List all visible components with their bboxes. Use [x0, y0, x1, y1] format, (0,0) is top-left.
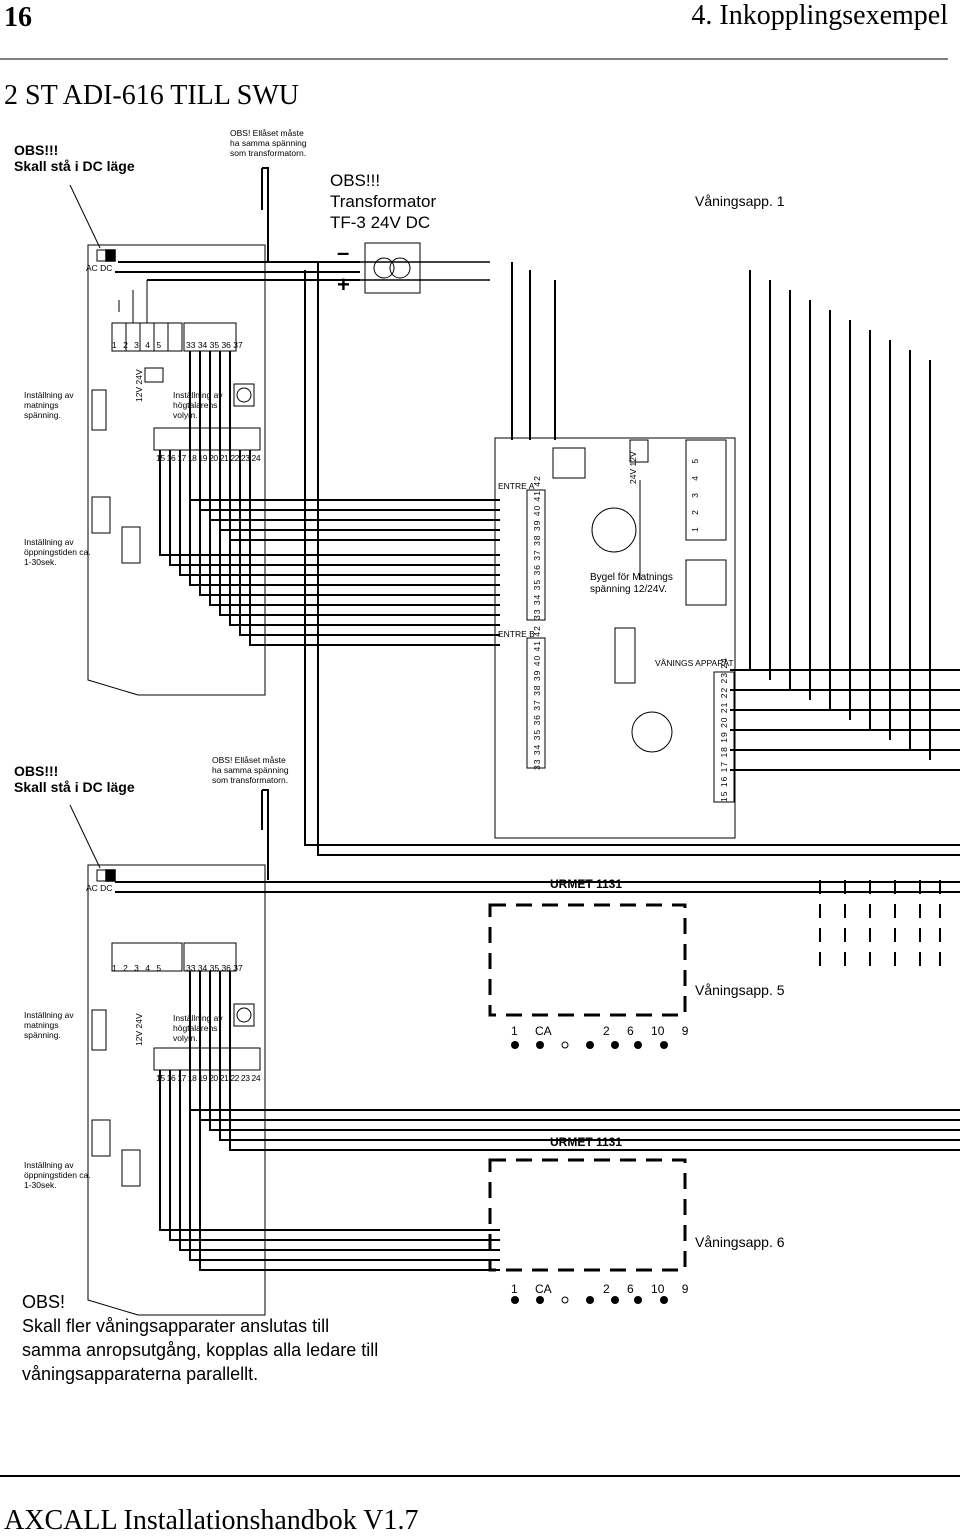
- parallel-line2: Skall fler våningsapparater anslutas til…: [22, 1316, 330, 1336]
- volume-setting-bottom: Inställning av högtalarens volym.: [173, 1013, 223, 1043]
- floor-unit-6-model: URMET 1131: [550, 1135, 623, 1149]
- transformer-line2: Transformator: [330, 192, 437, 211]
- top-terminals-b: 33 34 35 36 37: [186, 340, 243, 350]
- floor-terminals: 15 16 17 18 19 20 21 22 23 24: [719, 657, 729, 802]
- bottom-terminals-top: 15 16 17 18 19 20 21 22 23 24: [156, 453, 261, 463]
- open-time-setting-bottom: Inställning av öppningstiden ca. 1-30sek…: [24, 1160, 91, 1190]
- page-title: 2 ST ADI-616 TILL SWU: [4, 80, 300, 111]
- floor-app-1-label: Våningsapp. 1: [695, 193, 785, 209]
- jumper-label: Bygel för Matnings spänning 12/24V.: [590, 572, 673, 595]
- floor-unit-6-terminals: 1 CA 2 6 10 9: [511, 1282, 689, 1296]
- transformer-minus: –: [337, 240, 350, 265]
- dc-mode-line1: OBS!!!: [14, 142, 59, 158]
- top-terminals-a: 1 2 3 4 5: [112, 340, 162, 350]
- entre-a-terminals: 33 34 35 36 37 38 39 40 41 42: [532, 475, 542, 620]
- entre-b-label: ENTRE B: [498, 629, 535, 639]
- page-number: 16: [4, 2, 32, 33]
- parallel-line4: våningsapparaterna parallellt.: [22, 1364, 259, 1384]
- floor-unit-5-model: URMET 1131: [550, 877, 623, 891]
- floor-unit-6-name: Våningsapp. 6: [695, 1234, 785, 1250]
- acdc-switch-label-bottom: AC DC: [86, 883, 113, 893]
- transformer-line3: TF-3 24V DC: [330, 213, 431, 232]
- section-title: 4. Inkopplingsexempel: [691, 0, 948, 31]
- dc-mode-line1-b: OBS!!!: [14, 763, 59, 779]
- transformer-plus: +: [337, 272, 350, 297]
- open-time-setting-top: Inställning av öppningstiden ca. 1-30sek…: [24, 537, 91, 567]
- volume-setting-top: Inställning av högtalarens volym.: [173, 390, 223, 420]
- footer-title: AXCALL Installationshandbok V1.7: [4, 1505, 419, 1536]
- parallel-line1: OBS!: [22, 1292, 66, 1312]
- dc-mode-line2: Skall stå i DC läge: [14, 158, 135, 174]
- acdc-switch-label-top: AC DC: [86, 263, 113, 273]
- entre-b-terminals: 33 34 35 36 37 38 39 40 41 42: [532, 625, 542, 770]
- parallel-line3: samma anropsutgång, kopplas alla ledare …: [22, 1340, 379, 1360]
- transformer-note: OBS!!! Transformator TF-3 24V DC: [330, 170, 436, 233]
- transformer-line1: OBS!!!: [330, 171, 381, 190]
- entre-a-label: ENTRE A: [498, 481, 535, 491]
- right-terminals: 1 2 3 4 5: [690, 458, 700, 532]
- bottom-terminals-bottom: 15 16 17 18 19 20 21 22 23 24: [156, 1073, 261, 1083]
- floor-apparatus-label: VÅNINGS APPARAT: [655, 658, 734, 668]
- dc-mode-note-top: OBS!!! Skall stå i DC läge: [14, 142, 135, 174]
- voltage-options-top: 12V 24V: [134, 369, 144, 402]
- jumper-voltages: 24V 12V: [628, 451, 638, 484]
- floor-unit-5-terminals: 1 CA 2 6 10 9: [511, 1024, 689, 1038]
- dc-mode-note-bottom: OBS!!! Skall stå i DC läge: [14, 763, 135, 795]
- floor-unit-5-name: Våningsapp. 5: [695, 982, 785, 998]
- supply-setting-top: Inställning av matnings spänning.: [24, 390, 74, 420]
- supply-setting-bottom: Inställning av matnings spänning.: [24, 1010, 74, 1040]
- dc-mode-line2-b: Skall stå i DC läge: [14, 779, 135, 795]
- voltage-options-bottom: 12V 24V: [134, 1013, 144, 1046]
- lock-voltage-note-top: OBS! Ellåset måste ha samma spänning som…: [230, 128, 307, 158]
- top-terminals-a-bottom: 1 2 3 4 5: [112, 963, 162, 973]
- top-terminals-b-bottom: 33 34 35 36 37: [186, 963, 243, 973]
- parallel-note: OBS! Skall fler våningsapparater ansluta…: [22, 1290, 378, 1386]
- lock-voltage-note-bottom: OBS! Ellåset måste ha samma spänning som…: [212, 755, 289, 785]
